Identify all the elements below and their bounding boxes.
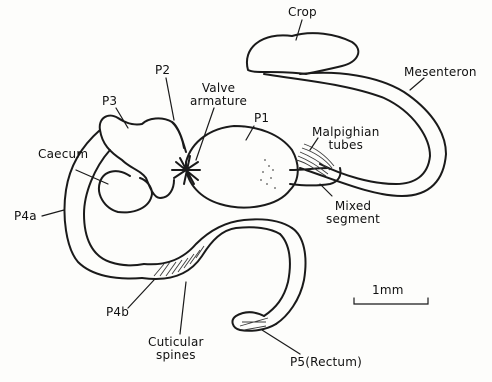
p4b-lower [144, 219, 292, 264]
cuticular-spines-shading [154, 246, 204, 276]
leader-p2 [166, 78, 174, 120]
label-crop: Crop [288, 6, 317, 19]
p4a-inner [84, 150, 144, 265]
leader-valve-armature [196, 108, 214, 160]
label-p4a: P4a [14, 210, 37, 223]
leader-cuticular-spines [180, 282, 186, 334]
crop-outline [247, 33, 358, 74]
p1-stippling [260, 160, 276, 188]
leader-p4a [42, 210, 64, 216]
label-cuticular-spines: Cuticular spines [148, 336, 204, 362]
label-scale-bar: 1mm [372, 284, 404, 297]
scale-bar [354, 298, 428, 304]
label-p2: P2 [155, 64, 170, 77]
leader-p4b [128, 280, 154, 308]
caecum-outline [99, 171, 152, 212]
leader-p5-rectum [262, 330, 300, 354]
label-caecum: Caecum [38, 148, 88, 161]
leader-mixed-segment [320, 184, 332, 196]
label-mixed-segment: Mixed segment [326, 200, 380, 226]
p4b-outline [142, 227, 280, 279]
label-p5-rectum: P5(Rectum) [290, 356, 362, 369]
label-malpighian-tubes: Malpighian tubes [312, 126, 380, 152]
label-mesenteron: Mesenteron [404, 66, 477, 79]
leader-mesenteron [410, 78, 424, 90]
label-valve-armature: Valve armature [190, 82, 247, 108]
p3-outline [100, 116, 186, 198]
descending-tube-outer [276, 228, 306, 324]
descending-tube-inner [264, 234, 290, 316]
label-p1: P1 [254, 112, 269, 125]
label-p4b: P4b [106, 306, 129, 319]
p2-neck [172, 122, 184, 148]
p1-outline [186, 126, 298, 208]
leader-crop [296, 20, 302, 40]
label-p3: P3 [102, 95, 117, 108]
